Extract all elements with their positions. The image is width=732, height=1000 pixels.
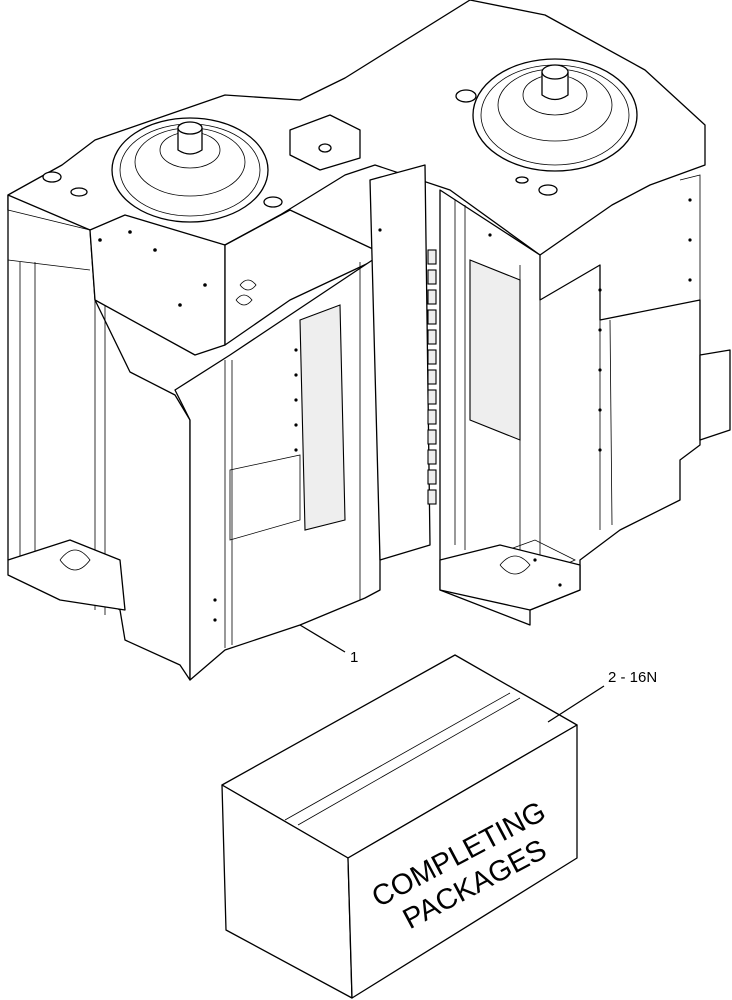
bearing-row xyxy=(427,249,437,505)
fastener-holes xyxy=(98,198,692,622)
main-frame-assembly xyxy=(7,0,731,681)
callout-1: 1 xyxy=(350,649,358,666)
callout-2: 2 - 16N xyxy=(608,669,657,686)
package-box: COMPLETING PACKAGES xyxy=(221,654,578,999)
leader-line-1 xyxy=(299,624,346,653)
right-gearbox-dome xyxy=(472,58,638,172)
left-gearbox-dome xyxy=(111,117,269,223)
leader-line-2 xyxy=(547,685,605,723)
